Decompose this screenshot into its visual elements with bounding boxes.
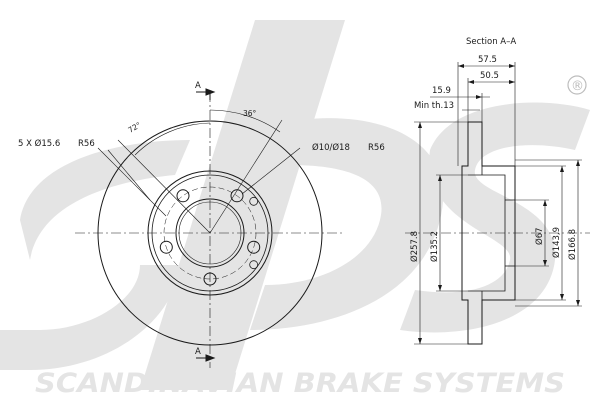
footer-brand-text: SCANDINAVIAN BRAKE SYSTEMS [35, 368, 565, 399]
section-dimension-lines [414, 62, 582, 345]
angle-36-label: 36° [243, 109, 257, 118]
registered-mark: ® [567, 75, 587, 95]
dia-67: Ø67 [534, 227, 545, 245]
dia-135-2: Ø135.2 [429, 231, 440, 262]
dim-15-9: 15.9 [432, 86, 451, 96]
locating-hole [249, 196, 259, 206]
dia-257-8: Ø257.8 [409, 231, 420, 262]
sbs-watermark-logo [0, 20, 590, 390]
angle-dimensions [117, 109, 283, 234]
section-view [405, 121, 590, 345]
registered-mark-text: ® [571, 79, 584, 94]
leader-lines [97, 147, 301, 217]
bolt-pitch-circle [163, 186, 257, 280]
hat-outer-edge [147, 170, 273, 296]
r56-left-label: R56 [78, 139, 95, 149]
dia-143-9: Ø143,9 [551, 227, 562, 258]
hole-10-18-label: Ø10/Ø18 [312, 142, 350, 153]
bolt-hole [159, 240, 173, 254]
center-bore-inner [178, 201, 242, 265]
angle-72-label: 72° [127, 120, 143, 135]
bolt-hole [203, 272, 217, 286]
bolt-hole [247, 240, 261, 254]
section-marker-bottom-label: A [195, 347, 201, 357]
min-thickness: Min th.13 [414, 101, 454, 111]
bolt-holes [159, 189, 261, 286]
bolt-hole [176, 189, 190, 203]
front-view [75, 92, 345, 368]
dia-166-8: Ø166.8 [567, 229, 578, 260]
dim-50-5: 50.5 [480, 71, 499, 81]
outer-disc-edge [97, 120, 323, 346]
hat-inner-edge [151, 174, 269, 292]
section-marker-top-label: A [195, 81, 201, 91]
center-bore [175, 198, 245, 268]
holes-spec-label: 5 X Ø15.6 [18, 138, 60, 149]
section-arrowheads [418, 64, 580, 344]
r56-right-label: R56 [368, 143, 385, 153]
dim-57-5: 57.5 [478, 55, 497, 65]
section-markers [196, 88, 216, 362]
bolt-hole [230, 189, 244, 203]
locating-hole [249, 260, 259, 270]
section-title: Section A–A [466, 37, 516, 47]
